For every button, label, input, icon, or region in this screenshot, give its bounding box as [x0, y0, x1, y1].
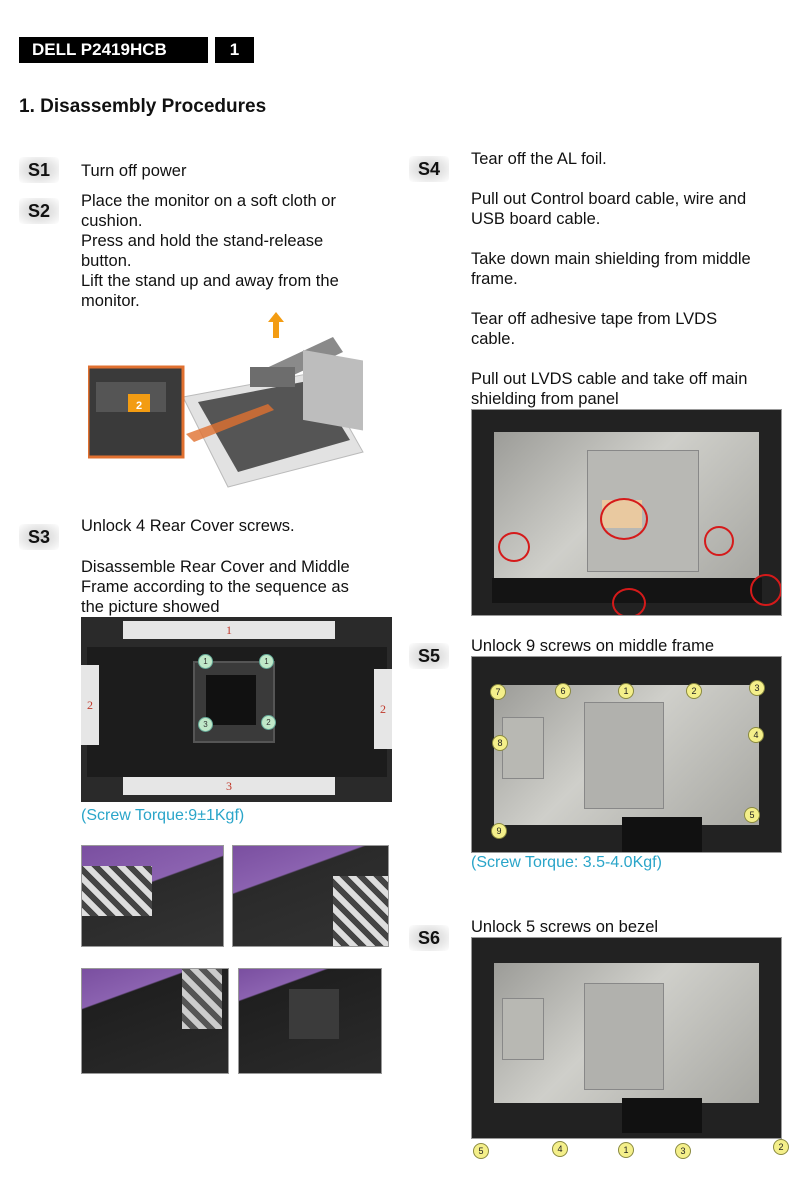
stand-removal-drawing	[86, 312, 364, 488]
screw-marker: 4	[748, 727, 764, 743]
callout-2-label: 2	[136, 400, 143, 412]
sequence-tag-1: 1	[123, 621, 335, 639]
highlight-circle	[750, 574, 781, 606]
sequence-tag-3: 3	[123, 777, 335, 795]
bottom-bezel	[622, 1098, 702, 1133]
screw-marker: 1	[259, 654, 274, 669]
step-s2-text: Place the monitor on a soft cloth or cus…	[81, 192, 339, 310]
middle-frame-screws-photo: 7 6 1 2 3 8 4 5 9	[471, 656, 782, 853]
screw-marker: 3	[675, 1143, 691, 1159]
screw-marker: 4	[552, 1141, 568, 1157]
step-s3-text-1: Unlock 4 Rear Cover screws.	[81, 517, 295, 535]
screw-marker: 1	[618, 683, 634, 699]
rear-cover-removal-photo-2	[232, 845, 389, 947]
screw-marker: 2	[261, 715, 276, 730]
step-badge-s1: S1	[19, 157, 59, 183]
screw-marker: 8	[492, 735, 508, 751]
stand-removal-illustration: 3 2	[86, 312, 388, 492]
sequence-tag-2-left: 2	[81, 665, 99, 745]
sleeve-pattern	[82, 866, 152, 916]
bottom-bezel	[622, 817, 702, 852]
step-s3-text-2: Disassemble Rear Cover and Middle Frame …	[81, 558, 350, 616]
main-board-shield	[584, 702, 664, 809]
highlight-circle	[612, 588, 646, 615]
power-board	[502, 717, 544, 779]
shielding-removal-photo	[471, 409, 782, 616]
rear-cover-removal-photo-4	[238, 968, 382, 1074]
screw-marker: 5	[744, 807, 760, 823]
section-title: 1. Disassembly Procedures	[19, 96, 267, 117]
main-board-shield	[584, 983, 664, 1090]
page-number-text: 1	[229, 40, 240, 59]
power-board	[502, 998, 544, 1060]
step-badge-s6: S6	[409, 925, 449, 951]
highlight-circle	[600, 498, 648, 540]
step-s1-text: Turn off power	[81, 162, 187, 180]
screw-marker: 6	[555, 683, 571, 699]
screw-marker: 2	[686, 683, 702, 699]
rear-cover-photo: 1 2 2 3 1 1 3 2	[81, 617, 392, 802]
screw-marker: 2	[773, 1139, 789, 1155]
screw-marker: 1	[198, 654, 213, 669]
callout-3-label: 3	[298, 330, 305, 342]
screw-marker: 5	[473, 1143, 489, 1159]
step-s5-text: Unlock 9 screws on middle frame	[471, 637, 715, 655]
screw-marker: 7	[490, 684, 506, 700]
screw-marker: 1	[618, 1142, 634, 1158]
s5-screw-torque: (Screw Torque: 3.5-4.0Kgf)	[471, 854, 662, 871]
screw-marker: 3	[198, 717, 213, 732]
highlight-circle	[498, 532, 530, 562]
step-badge-s5: S5	[409, 643, 449, 669]
sequence-tag-2-right: 2	[374, 669, 392, 749]
rear-cover-removal-photo-1	[81, 845, 224, 947]
model-label: DELL P2419HCB	[19, 37, 208, 63]
screw-marker: 9	[491, 823, 507, 839]
step-badge-s4: S4	[409, 156, 449, 182]
highlight-circle	[704, 526, 734, 556]
step-s4-text: Tear off the AL foil. Pull out Control b…	[471, 150, 751, 408]
vesa-plate	[206, 675, 256, 725]
screw-marker: 3	[749, 680, 765, 696]
step-badge-s3: S3	[19, 524, 59, 550]
vesa-plate	[289, 989, 339, 1039]
sleeve-pattern	[333, 876, 388, 946]
model-name: DELL P2419HCB	[32, 40, 167, 59]
sleeve-pattern	[182, 969, 222, 1029]
page-number: 1	[215, 37, 254, 63]
s3-screw-torque: (Screw Torque:9±1Kgf)	[81, 807, 245, 824]
step-s6-text: Unlock 5 screws on bezel	[471, 918, 659, 936]
bezel-screws-photo	[471, 937, 782, 1139]
step-badge-s2: S2	[19, 198, 59, 224]
rear-cover-removal-photo-3	[81, 968, 229, 1074]
